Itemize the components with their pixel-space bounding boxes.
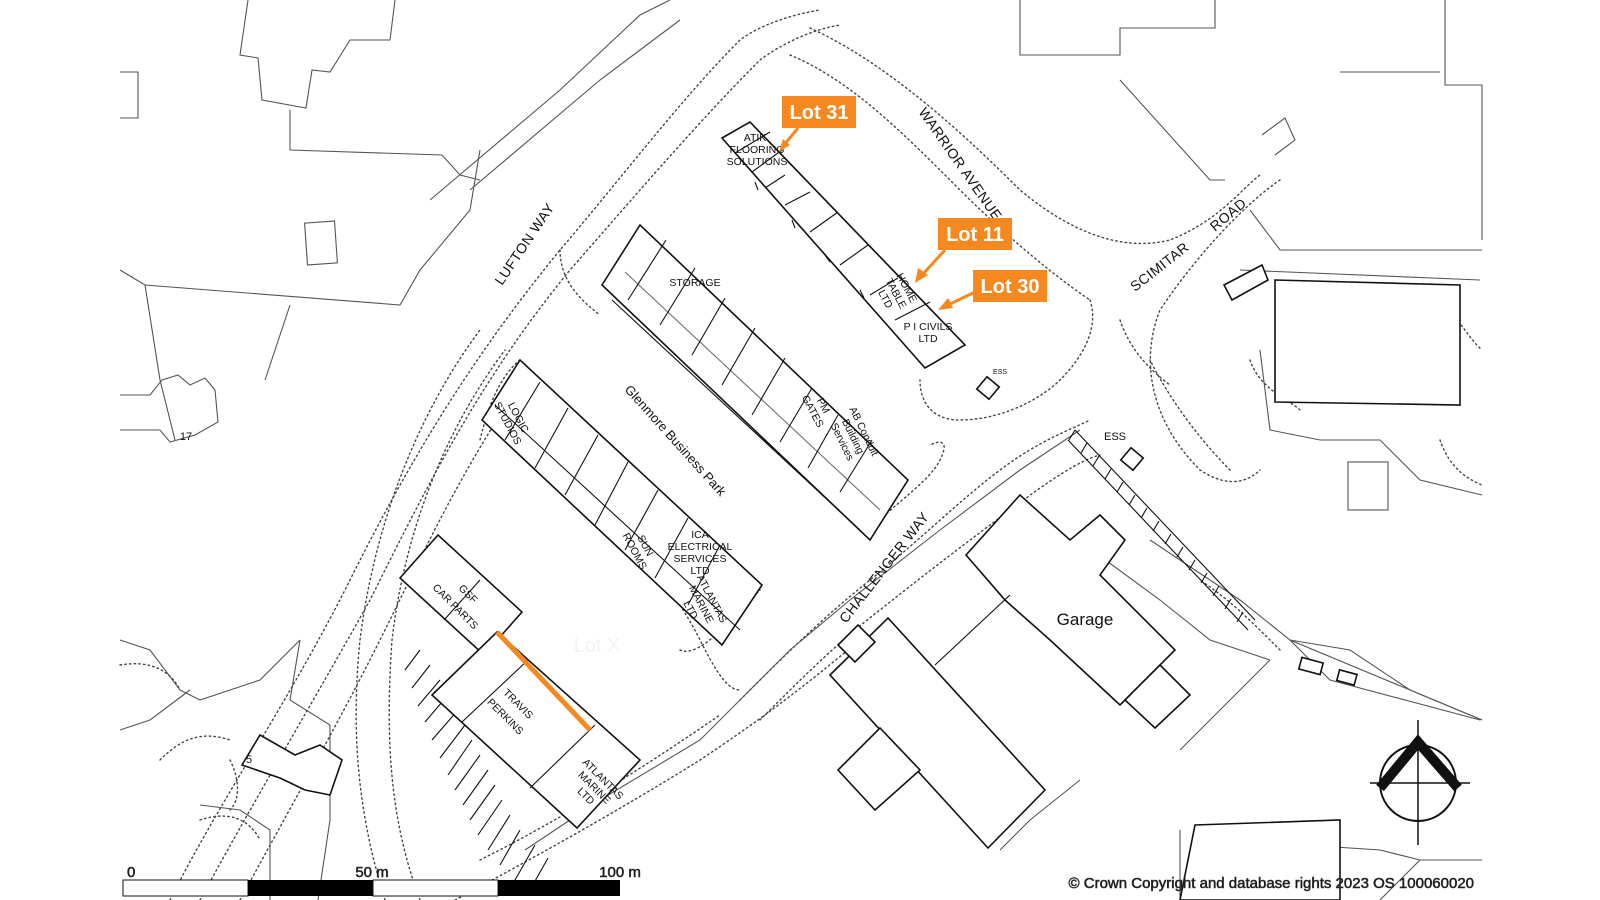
road-label-challenger-way: CHALLENGER WAY bbox=[836, 509, 933, 626]
scale-label-0: 0 bbox=[127, 864, 135, 881]
building-garage bbox=[934, 493, 1192, 730]
tenant-atik: ATIK FLOORING SOLUTIONS bbox=[727, 132, 788, 168]
building-others bbox=[240, 263, 1461, 900]
scale-bar: 0 50 m 100 m bbox=[122, 864, 641, 897]
callout-lot-30: Lot 30 bbox=[938, 270, 1047, 310]
building-challenger bbox=[828, 616, 1047, 850]
building-logic-block bbox=[480, 358, 764, 647]
svg-text:SOLUTIONS: SOLUTIONS bbox=[727, 156, 788, 168]
callout-lot-11: Lot 11 bbox=[915, 218, 1012, 283]
house-number-17: 17 bbox=[180, 431, 192, 443]
parking-bays bbox=[404, 429, 1256, 891]
ess-label-1: ESS bbox=[993, 369, 1007, 376]
road-label-lufton-way: LUFTON WAY bbox=[491, 200, 557, 288]
road-label-road: ROAD bbox=[1207, 195, 1250, 235]
house-number-5: 5 bbox=[246, 754, 252, 766]
tenant-garage: Garage bbox=[1057, 610, 1114, 629]
svg-text:LTD: LTD bbox=[918, 333, 937, 345]
svg-text:ELECTRICAL: ELECTRICAL bbox=[668, 541, 733, 553]
road-edges bbox=[429, 0, 1483, 851]
lot-x-boundary bbox=[495, 630, 592, 732]
scale-label-100: 100 m bbox=[599, 864, 641, 881]
svg-text:FLOORING: FLOORING bbox=[730, 144, 785, 156]
building-gsf bbox=[398, 533, 524, 657]
svg-text:ICA: ICA bbox=[691, 529, 709, 541]
building-travis-block bbox=[430, 630, 642, 830]
svg-text:LTD: LTD bbox=[690, 565, 709, 577]
svg-text:SERVICES: SERVICES bbox=[674, 553, 727, 565]
svg-text:Lot 31: Lot 31 bbox=[790, 102, 849, 124]
tenant-ica-electrical: ICA ELECTRICAL SERVICES LTD bbox=[668, 529, 733, 577]
tenant-pi-civils: P I CIVILS LTD bbox=[904, 321, 953, 345]
svg-text:Lot 11: Lot 11 bbox=[946, 224, 1004, 246]
building-storage-block bbox=[600, 223, 910, 542]
scale-label-50: 50 m bbox=[355, 864, 388, 881]
ess-label-2: ESS bbox=[1104, 431, 1126, 443]
lot-x-label: Lot X bbox=[574, 635, 621, 657]
road-label-scimitar: SCIMITAR bbox=[1127, 239, 1192, 295]
svg-text:Lot 30: Lot 30 bbox=[981, 276, 1040, 298]
copyright-notice: © Crown Copyright and database rights 20… bbox=[1069, 875, 1474, 892]
callout-lot-31: Lot 31 bbox=[779, 96, 856, 152]
parcel-boundaries bbox=[119, 0, 1483, 900]
north-arrow-icon bbox=[1370, 720, 1470, 845]
building-atik-block bbox=[720, 120, 967, 370]
svg-text:ATIK: ATIK bbox=[744, 132, 767, 144]
svg-text:P I CIVILS: P I CIVILS bbox=[904, 321, 953, 333]
road-label-warrior-avenue: WARRIOR AVENUE bbox=[916, 105, 1006, 224]
tenant-storage: STORAGE bbox=[669, 277, 720, 289]
